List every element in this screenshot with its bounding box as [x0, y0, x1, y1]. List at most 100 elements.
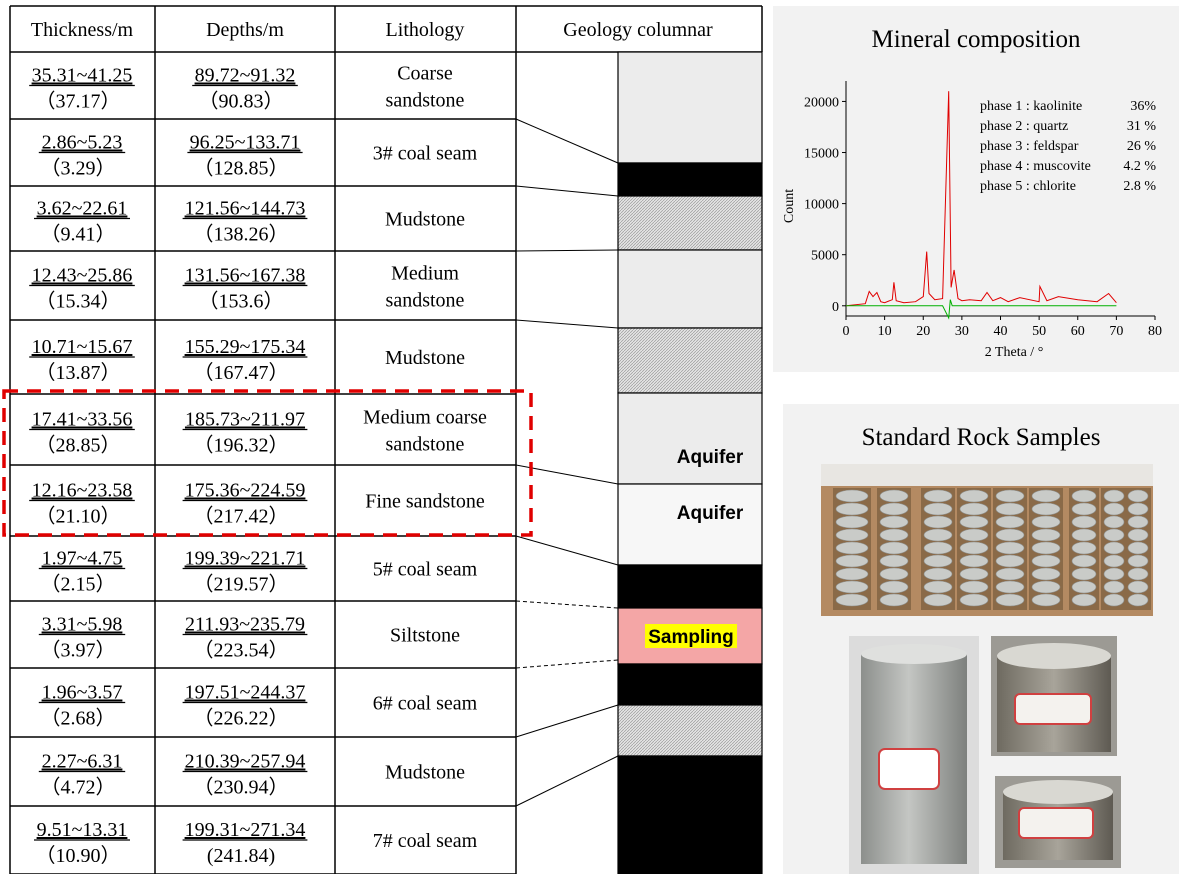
thickness-average: （21.10） [36, 505, 121, 528]
tray-core [1103, 515, 1125, 529]
x-tick-label: 40 [994, 324, 1008, 339]
tray-core [923, 515, 953, 529]
x-tick-label: 80 [1148, 324, 1162, 339]
thickness-range: 17.41~33.56 [32, 409, 133, 431]
depth-average: （217.42） [194, 505, 289, 528]
depth-range: 199.39~221.71 [185, 548, 306, 570]
small-core-photo-2 [995, 776, 1121, 868]
y-tick-label: 15000 [804, 147, 839, 162]
table-row: 10.71~15.67（13.87）155.29~175.34（167.47）M… [29, 336, 465, 384]
tray-core [1127, 554, 1149, 568]
tray-core [835, 593, 869, 607]
depth-average: （230.94） [194, 776, 289, 799]
depth-range: 89.72~91.32 [195, 65, 296, 87]
y-tick-label: 5000 [811, 249, 839, 264]
tray-core [923, 541, 953, 555]
lithology-label: Medium [391, 263, 459, 285]
table-row: 1.96~3.57（2.68）197.51~244.37（226.22）6# c… [38, 682, 478, 730]
tray-core [1127, 502, 1149, 516]
tray-core [923, 489, 953, 503]
tray-core [879, 593, 909, 607]
tray-core [1031, 515, 1061, 529]
thickness-average: （15.34） [36, 290, 121, 313]
tray-core [1031, 593, 1061, 607]
header-cell: Lithology [386, 19, 465, 41]
depth-range: 185.73~211.97 [185, 409, 305, 431]
band-medium-sandstone [617, 249, 763, 329]
thickness-range: 1.96~3.57 [42, 682, 123, 704]
header-cell: Geology columnar [563, 19, 713, 41]
tray-core [959, 528, 989, 542]
tray-core [1071, 541, 1097, 555]
tray-core [959, 489, 989, 503]
table-row: 1.97~4.75（2.15）199.39~221.71（219.57）5# c… [38, 548, 478, 596]
thickness-range: 2.27~6.31 [42, 751, 123, 773]
tray-core [1103, 567, 1125, 581]
phase-label: phase 5 : chlorite [980, 179, 1076, 194]
x-tick-label: 10 [878, 324, 892, 339]
tray-core [835, 554, 869, 568]
thickness-range: 2.86~5.23 [42, 132, 123, 154]
thickness-average: （9.41） [41, 223, 116, 246]
tray-core [835, 502, 869, 516]
sample-tray-photo [821, 464, 1153, 616]
tray-core [835, 528, 869, 542]
connector-line [515, 659, 619, 669]
thickness-average: （2.15） [41, 573, 116, 596]
table-rows: 35.31~41.25（37.17）89.72~91.32（90.83）Coar… [29, 63, 487, 867]
aquifer-highlight-box [2, 389, 533, 537]
band-6-coal-seam [617, 663, 763, 706]
thickness-average: （2.68） [41, 707, 116, 730]
tray-cores [833, 488, 1151, 610]
tray-core [1031, 554, 1061, 568]
x-axis-label: 2 Theta / ° [985, 345, 1044, 360]
y-tick-label: 20000 [804, 95, 839, 110]
thickness-range: 3.62~22.61 [37, 198, 128, 220]
band-fine-sandstone [617, 483, 763, 566]
depth-range: 121.56~144.73 [185, 198, 306, 220]
xrd-series-line [845, 91, 1117, 307]
tray-core [959, 515, 989, 529]
depth-range: 197.51~244.37 [185, 682, 306, 704]
lithology-label: Mudstone [385, 347, 465, 369]
x-tick-label: 50 [1032, 324, 1046, 339]
tray-core [835, 489, 869, 503]
column-connectors [515, 118, 619, 807]
lithology-label: 7# coal seam [373, 830, 478, 852]
lithology-label: 6# coal seam [373, 693, 478, 715]
band-mudstone [617, 195, 763, 251]
tray-core [1031, 489, 1061, 503]
sampling-label: Sampling [648, 627, 734, 648]
lithology-label: Coarse [397, 63, 453, 85]
lithology-label: Siltstone [390, 625, 460, 647]
tray-core [879, 489, 909, 503]
samples-title: Standard Rock Samples [861, 424, 1101, 451]
tray-core [1127, 528, 1149, 542]
lithology-label: Mudstone [385, 762, 465, 784]
large-core-photo [849, 636, 979, 874]
tray-core [1127, 593, 1149, 607]
tray-core [1127, 489, 1149, 503]
depth-average: （223.54） [194, 639, 289, 662]
lithology-label: 5# coal seam [373, 559, 478, 581]
thickness-average: （10.90） [36, 844, 121, 867]
table-row: 9.51~13.31（10.90）199.31~271.34(241.84)7#… [34, 819, 478, 867]
table-row: 3.62~22.61（9.41）121.56~144.73（138.26）Mud… [34, 198, 465, 246]
thickness-range: 1.97~4.75 [42, 548, 123, 570]
lithology-label: sandstone [386, 290, 465, 312]
band-coarse-sandstone [617, 51, 763, 164]
tray-core [835, 515, 869, 529]
thickness-average: （3.97） [41, 639, 116, 662]
phase-value: 2.8 % [1123, 179, 1156, 194]
sampling-highlight [645, 624, 737, 648]
tray-core [995, 502, 1025, 516]
y-tick-label: 0 [832, 300, 839, 315]
connector-line [515, 249, 619, 252]
small-core-photo-1 [991, 636, 1117, 756]
aquifer-label: Aquifer [677, 447, 744, 468]
tray-core [923, 567, 953, 581]
